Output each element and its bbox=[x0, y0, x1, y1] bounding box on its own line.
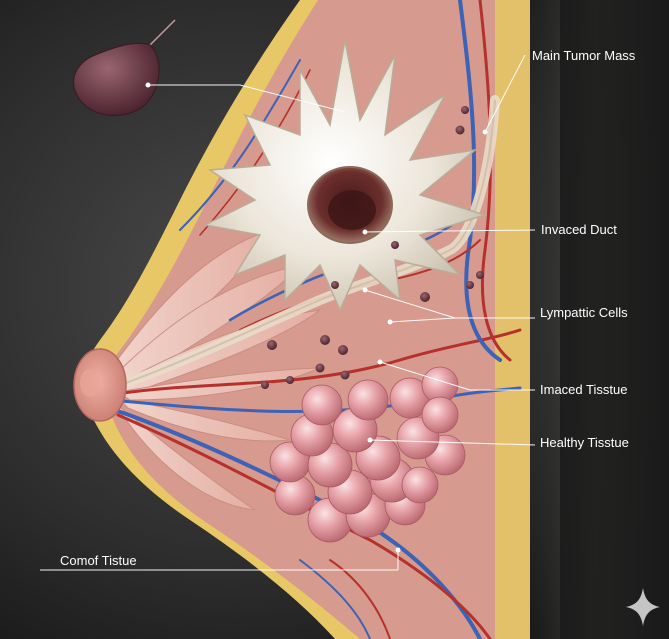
chest-wall-fat bbox=[495, 0, 530, 639]
label-comof-tistue: Comof Tistue bbox=[60, 553, 137, 568]
label-lympattic-cells: Lympattic Cells bbox=[540, 305, 628, 320]
label-imaced-tisstue: Imaced Tisstue bbox=[540, 382, 627, 397]
label-invaced-duct: Invaced Duct bbox=[541, 222, 617, 237]
label-main-tumor-mass: Main Tumor Mass bbox=[532, 48, 636, 63]
label-healthy-tisstue: Healthy Tisstue bbox=[540, 435, 629, 450]
